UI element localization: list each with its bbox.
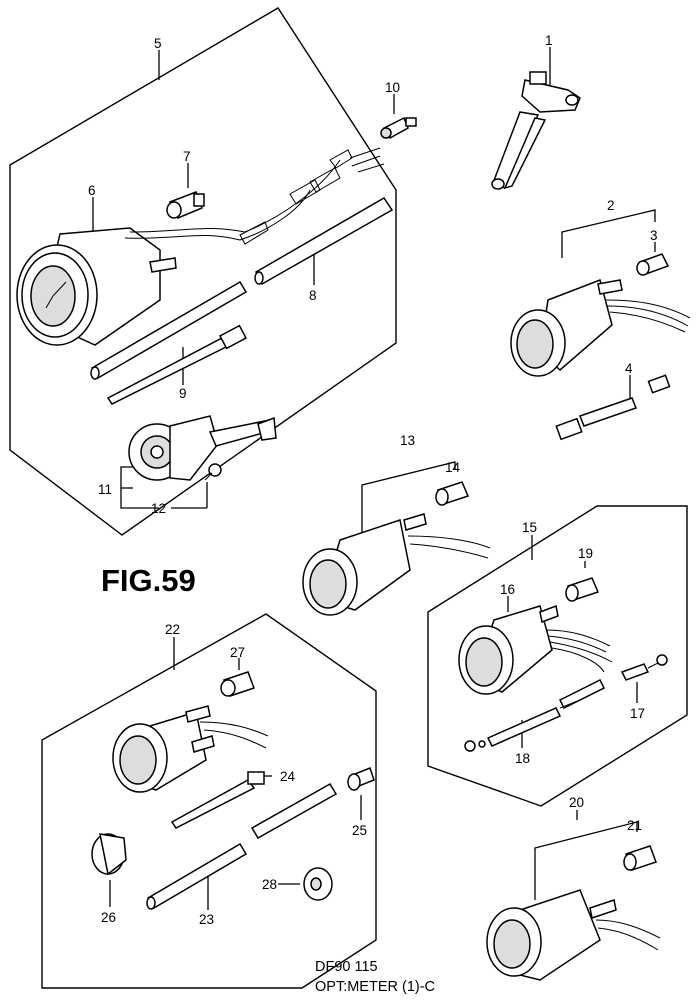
part-9-cable-tie bbox=[106, 324, 248, 405]
callout-15: 15 bbox=[522, 520, 537, 535]
part-1-sender bbox=[491, 71, 581, 190]
part-8-tube bbox=[90, 196, 394, 380]
part-10-bulb bbox=[380, 116, 417, 140]
part-16-gauge bbox=[458, 604, 613, 695]
callout-5: 5 bbox=[154, 36, 162, 51]
callout-2: 2 bbox=[607, 198, 615, 213]
group-box-22 bbox=[41, 613, 377, 989]
part-21-bulb bbox=[623, 845, 657, 871]
callout-7: 7 bbox=[183, 149, 191, 164]
footer-model: DF90 115 bbox=[315, 959, 378, 975]
group-box-15 bbox=[427, 505, 688, 807]
part-26-bracket bbox=[91, 833, 127, 876]
part-18-lead bbox=[464, 699, 581, 752]
part-7-bulb bbox=[166, 191, 205, 219]
callout-21: 21 bbox=[627, 818, 642, 833]
callout-16: 16 bbox=[500, 582, 515, 597]
callout-28: 28 bbox=[262, 877, 277, 892]
callout-4: 4 bbox=[625, 361, 633, 376]
part-3-bulb bbox=[636, 253, 670, 276]
callout-19: 19 bbox=[578, 546, 593, 561]
callout-27: 27 bbox=[230, 645, 245, 660]
part-28-grommet bbox=[303, 867, 333, 901]
part-22-gauge bbox=[112, 705, 269, 793]
part-24-cable-tie bbox=[170, 771, 265, 829]
callout-22: 22 bbox=[165, 622, 180, 637]
group-box-5 bbox=[9, 7, 397, 536]
callout-labels: 1 2 3 4 5 6 7 8 9 10 11 12 13 14 15 16 1… bbox=[88, 33, 658, 927]
footer-section: OPT:METER (1)-C bbox=[315, 979, 436, 995]
part-14-bulb bbox=[435, 481, 470, 506]
part-4-lead bbox=[555, 374, 671, 441]
callout-20: 20 bbox=[569, 795, 584, 810]
part-20-gauge bbox=[486, 889, 661, 981]
part-27-bulb bbox=[220, 671, 255, 697]
figure-title: FIG.59 bbox=[101, 563, 196, 598]
callout-6: 6 bbox=[88, 183, 96, 198]
part-23-tube bbox=[146, 782, 338, 910]
callout-13: 13 bbox=[400, 433, 415, 448]
callout-9: 9 bbox=[179, 386, 187, 401]
callout-3: 3 bbox=[650, 228, 658, 243]
part-17-lead bbox=[558, 654, 668, 710]
part-2-gauge bbox=[510, 279, 691, 377]
callout-12: 12 bbox=[151, 501, 166, 516]
part-12-screw bbox=[204, 463, 222, 481]
part-19-bulb bbox=[565, 577, 600, 602]
callout-18: 18 bbox=[515, 751, 530, 766]
callout-10: 10 bbox=[385, 80, 400, 95]
callout-26: 26 bbox=[101, 910, 116, 925]
part-6-gauge bbox=[16, 147, 385, 346]
callout-17: 17 bbox=[630, 706, 645, 721]
callout-25: 25 bbox=[352, 823, 367, 838]
callout-23: 23 bbox=[199, 912, 214, 927]
part-25-fitting bbox=[347, 767, 375, 791]
part-13-gauge bbox=[302, 513, 491, 616]
part-11-bracket bbox=[128, 415, 277, 481]
callout-8: 8 bbox=[309, 288, 317, 303]
callout-1: 1 bbox=[545, 33, 553, 48]
callout-14: 14 bbox=[445, 460, 461, 475]
callout-24: 24 bbox=[280, 769, 296, 784]
callout-11: 11 bbox=[98, 482, 112, 497]
